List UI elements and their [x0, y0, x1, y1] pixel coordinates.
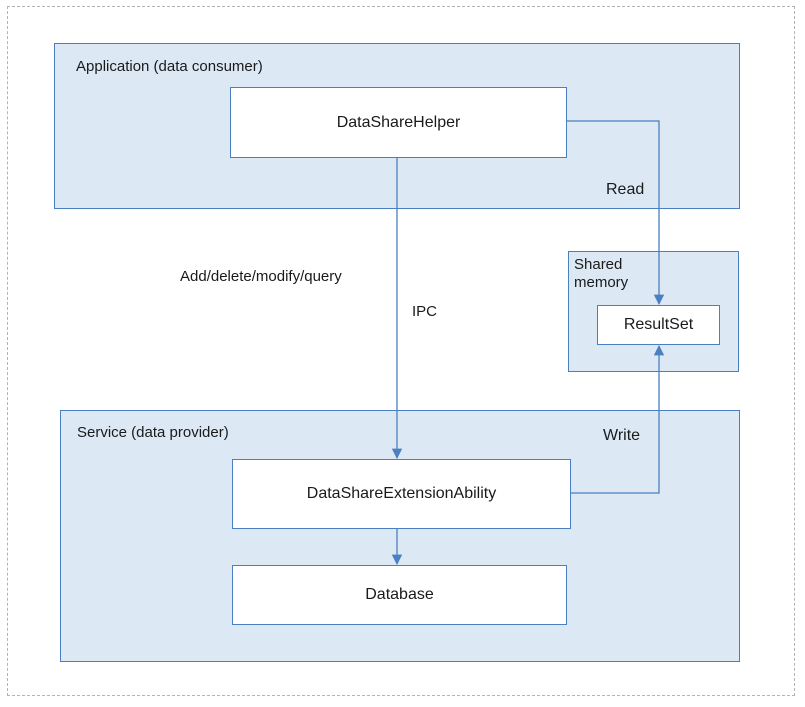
resultset-node: ResultSet — [597, 305, 720, 345]
database-node: Database — [232, 565, 567, 625]
crud-label: Add/delete/modify/query — [180, 268, 342, 285]
datasharehelper-node: DataShareHelper — [230, 87, 567, 158]
write-connector — [571, 344, 665, 494]
diagram-frame — [7, 6, 795, 696]
read-connector — [567, 120, 665, 306]
write-label: Write — [603, 427, 641, 444]
application-region-title: Application (data consumer) — [76, 58, 263, 75]
service-region-title: Service (data provider) — [77, 424, 229, 441]
datashare-extension-ability-node: DataShareExtensionAbility — [232, 459, 571, 529]
ipc-label: IPC — [412, 303, 438, 320]
read-label: Read — [606, 181, 645, 198]
shared-memory-title: Shared memory — [574, 256, 629, 291]
